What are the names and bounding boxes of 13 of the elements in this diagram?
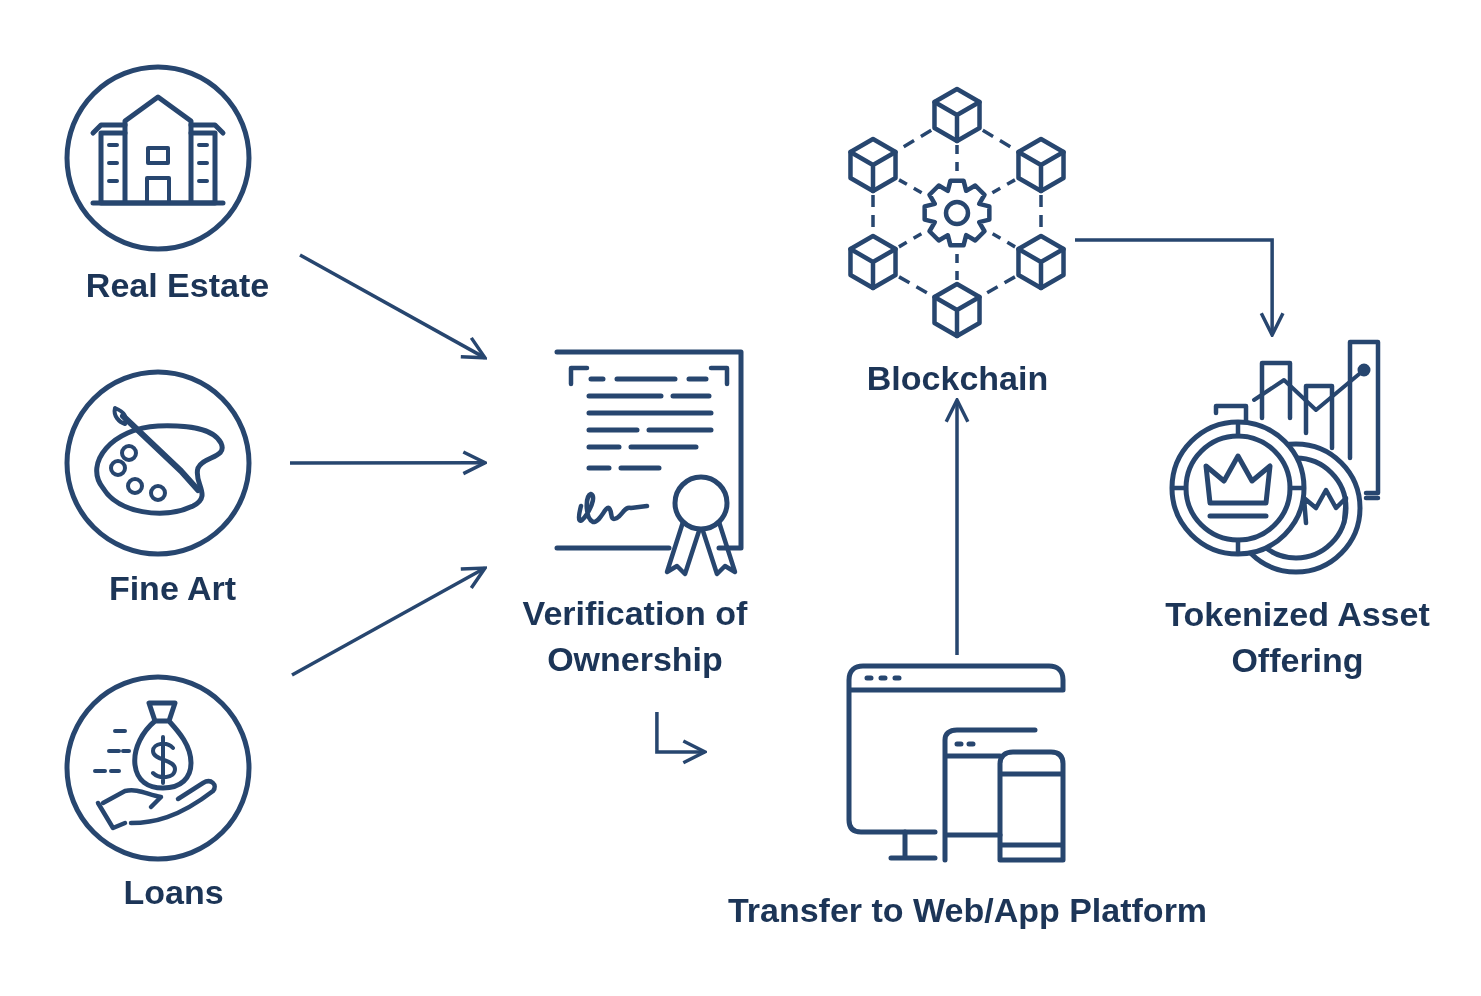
node-label: Loans [122, 872, 225, 913]
node-label: Verification of Ownership [521, 593, 749, 680]
node-label: Blockchain [865, 358, 1050, 399]
arrow [944, 398, 970, 655]
node-label: Fine Art [107, 568, 238, 609]
arrow [1075, 238, 1285, 337]
arrow [655, 712, 707, 765]
node-label: Transfer to Web/App Platform [726, 890, 1209, 931]
arrow [299, 253, 487, 360]
arrow [290, 450, 487, 476]
node-label: Real Estate [84, 265, 271, 306]
arrow [291, 566, 487, 677]
node-label: Tokenized Asset Offering [1164, 594, 1431, 681]
